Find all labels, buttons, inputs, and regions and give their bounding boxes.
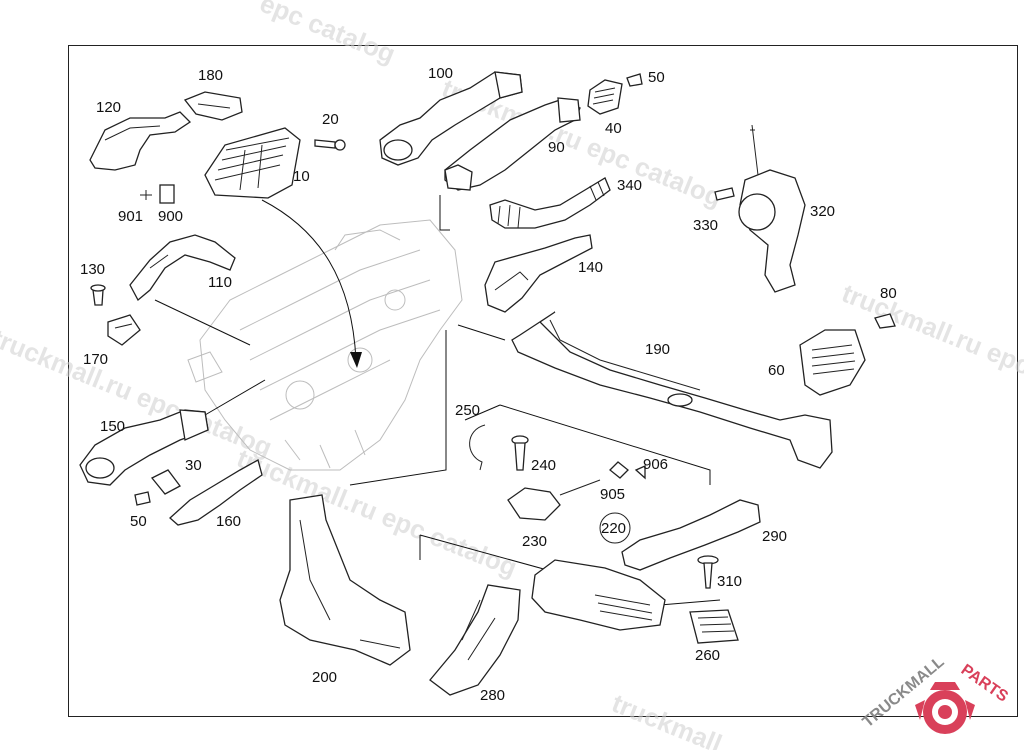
part-180-bracket [183, 91, 243, 121]
label-50-bottom: 50 [130, 513, 147, 530]
label-290: 290 [762, 528, 787, 545]
label-150: 150 [100, 418, 125, 435]
part-60-vent [799, 329, 866, 396]
logo-text-b: PARTS [958, 661, 1011, 706]
part-110-duct [129, 234, 236, 302]
label-900: 900 [158, 208, 183, 225]
part-140-duct [484, 234, 593, 313]
part-220-circle [599, 512, 631, 544]
label-90: 90 [548, 139, 565, 156]
part-20-screw [314, 139, 346, 151]
part-120-duct [89, 111, 192, 171]
part-100-duct [379, 71, 523, 166]
label-905: 905 [600, 486, 625, 503]
watermark-bottom: truckmall [608, 688, 726, 750]
label-240: 240 [531, 457, 556, 474]
label-330: 330 [693, 217, 718, 234]
part-50-screw-top [626, 73, 643, 87]
part-250-clip [469, 424, 486, 471]
watermark-right: truckmall.ru epc catalog [838, 278, 1024, 418]
part-240-screw [511, 435, 529, 471]
label-140: 140 [578, 259, 603, 276]
label-260: 260 [695, 647, 720, 664]
label-80: 80 [880, 285, 897, 302]
arrow-line [261, 199, 357, 361]
gear-icon [915, 682, 975, 734]
part-900-clip [140, 184, 175, 204]
part-labels: 180 120 20 10 901 900 100 90 50 40 340 3… [80, 65, 897, 704]
part-30-clip [150, 469, 181, 495]
label-180: 180 [198, 67, 223, 84]
part-905-clip [609, 461, 629, 479]
part-330-screw [714, 187, 735, 201]
part-280-duct [429, 584, 521, 696]
label-220: 220 [601, 520, 626, 537]
label-340: 340 [617, 177, 642, 194]
leader-lines [154, 195, 721, 606]
label-160: 160 [216, 513, 241, 530]
watermark-center: truckmall.ru epc catalog [233, 443, 522, 583]
part-10-vent [204, 127, 301, 199]
part-130-bolt [90, 284, 106, 306]
label-200: 200 [312, 669, 337, 686]
diagram-frame [68, 45, 1018, 717]
truckmall-logo: TRUCKMALL PARTS [860, 653, 1011, 734]
part-50-screw-bottom [134, 491, 151, 506]
part-310-screw [697, 555, 719, 589]
part-190-duct [511, 311, 833, 469]
part-40-vent [587, 79, 623, 115]
part-906-clip [634, 464, 646, 480]
part-160-duct [169, 459, 263, 526]
label-30: 30 [185, 457, 202, 474]
label-100: 100 [428, 65, 453, 82]
label-120: 120 [96, 99, 121, 116]
label-130: 130 [80, 261, 105, 278]
label-40: 40 [605, 120, 622, 137]
part-290-duct [621, 499, 761, 571]
part-340-hose [489, 177, 611, 229]
label-60: 60 [768, 362, 785, 379]
part-320-blower [738, 124, 806, 293]
label-230: 230 [522, 533, 547, 550]
label-310: 310 [717, 573, 742, 590]
engine-block [187, 219, 463, 471]
label-10: 10 [293, 168, 310, 185]
part-90-duct [444, 97, 581, 191]
label-20: 20 [322, 111, 339, 128]
label-280: 280 [480, 687, 505, 704]
part-230-connector [507, 479, 601, 521]
label-320: 320 [810, 203, 835, 220]
label-170: 170 [83, 351, 108, 368]
label-190: 190 [645, 341, 670, 358]
part-200-duct [279, 494, 411, 666]
watermark-top: epc catalog [256, 0, 400, 69]
part-220-box [531, 559, 666, 631]
arrow-head [350, 352, 362, 368]
label-50-top: 50 [648, 69, 665, 86]
part-150-duct [79, 409, 209, 486]
label-110: 110 [208, 274, 232, 291]
label-901: 901 [118, 208, 143, 225]
label-906: 906 [643, 456, 668, 473]
part-170-clip [107, 314, 141, 346]
part-80-screw [874, 313, 896, 329]
label-250: 250 [455, 402, 480, 419]
part-260-label [689, 609, 739, 644]
